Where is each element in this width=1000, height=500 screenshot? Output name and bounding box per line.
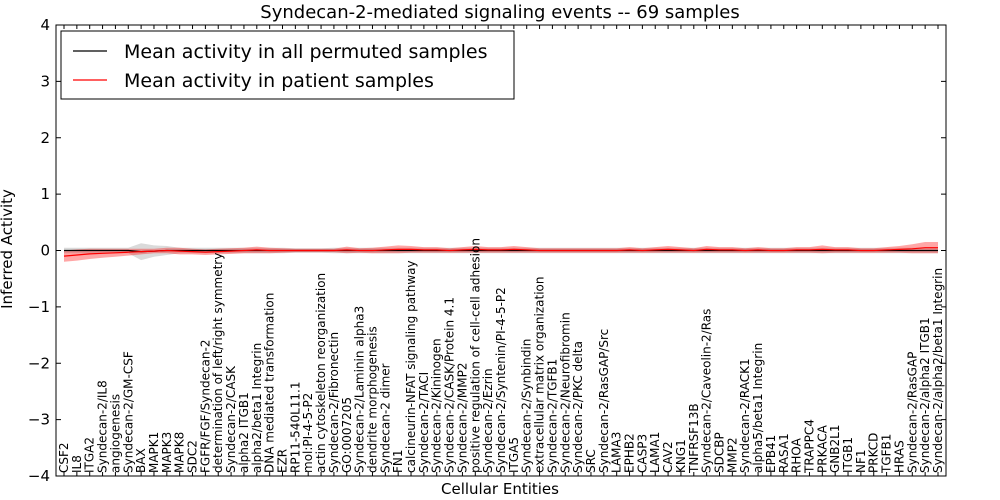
y-tick-label: −3 <box>28 411 50 429</box>
legend-box <box>60 30 515 100</box>
x-tick-label: RHOA <box>790 437 804 473</box>
x-tick-label: Syndecan-2/RACK1 <box>738 358 752 473</box>
x-tick-label: Syndecan-2/GM-CSF <box>121 351 135 473</box>
y-tick-label: −1 <box>28 298 50 316</box>
plot-frame <box>55 24 947 477</box>
series-band-1 <box>64 242 938 262</box>
x-tick-label: FN1 <box>391 449 405 473</box>
y-tick-label: 1 <box>40 185 50 203</box>
y-axis-label: Inferred Activity <box>0 189 16 309</box>
x-axis-ticks: CSF2IL8ITGA2Syndecan-2/IL8angiogenesisSy… <box>57 25 945 476</box>
x-tick-label: Syndecan-2 dimer <box>378 363 392 473</box>
series-lines <box>63 247 938 257</box>
x-tick-label: MMP2 <box>725 437 739 473</box>
x-tick-label: LAMA1 <box>648 432 662 473</box>
y-tick-label: 4 <box>40 16 50 34</box>
y-tick-label: −2 <box>28 354 50 372</box>
legend: Mean activity in all permuted samplesMea… <box>60 30 515 100</box>
x-tick-label: Syndecan-2/TACI <box>417 372 431 473</box>
x-tick-label: Syndecan-2/IL8 <box>96 380 110 473</box>
legend-label: Mean activity in patient samples <box>124 70 434 92</box>
x-tick-label: HRAS <box>892 440 906 473</box>
x-tick-label: IL8 <box>70 455 84 473</box>
x-tick-label: PRKACA <box>815 424 829 473</box>
y-axis-ticks: −4 −3 −2 −1 0 1 2 3 4 <box>28 16 946 485</box>
confidence-bands <box>64 242 938 262</box>
x-tick-label: alpha5/beta1 Integrin <box>751 343 765 473</box>
x-tick-label: CSF2 <box>57 442 71 473</box>
x-tick-label: EZR <box>276 449 290 473</box>
x-tick-label: Syndecan-2/alpha2/beta1 Integrin <box>931 268 945 473</box>
x-tick-label: Syndecan-2/Neurofibromin <box>558 312 572 473</box>
x-tick-label: Syndecan-2/Synbindin <box>520 339 534 473</box>
x-tick-label: CAV2 <box>661 441 675 473</box>
x-tick-label: dendrite morphogenesis <box>366 326 380 473</box>
x-tick-label: RP11-540L11.1 <box>288 382 302 473</box>
x-tick-label: actin cytoskeleton reorganization <box>314 273 328 473</box>
x-tick-label: alpha2 ITGB1 <box>237 392 251 473</box>
x-tick-label: BAX <box>134 448 148 473</box>
x-tick-label: Syndecan-2/CASK <box>224 365 238 473</box>
x-tick-label: Syndecan-2/Kininogen <box>430 338 444 473</box>
y-tick-label: 3 <box>40 72 50 90</box>
x-tick-label: MAPK1 <box>147 432 161 473</box>
x-tick-label: GO:0007205 <box>340 397 354 473</box>
y-tick-label: 2 <box>40 129 50 147</box>
x-tick-label: SDC2 <box>186 440 200 473</box>
x-tick-label: PRKCD <box>867 433 881 473</box>
x-tick-label: KNG1 <box>674 439 688 473</box>
x-tick-label: extracellular matrix organization <box>533 277 547 474</box>
series-line-1 <box>63 247 938 257</box>
x-tick-label: TNFRSF13B <box>687 403 701 474</box>
x-tick-label: Syndecan-2/Ezrin <box>481 368 495 473</box>
x-tick-label: EPB41 <box>764 435 778 473</box>
x-tick-label: DNA mediated transformation <box>263 293 277 473</box>
chart-title: Syndecan-2-mediated signaling events -- … <box>260 2 739 23</box>
x-tick-label: CASP3 <box>635 434 649 473</box>
x-tick-label: Syndecan-2/RasGAP/Src <box>597 329 611 473</box>
legend-label: Mean activity in all permuted samples <box>124 41 487 63</box>
x-tick-label: positive regulation of cell-cell adhesio… <box>468 238 482 473</box>
x-tick-label: alpha2/beta1 Integrin <box>250 343 264 473</box>
x-tick-label: FGFR/FGF/Syndecan-2 <box>198 340 212 473</box>
x-tick-label: ITGB1 <box>841 437 855 473</box>
x-tick-label: Syndecan-2/MMP2 <box>455 363 469 473</box>
x-tick-label: SDCBP <box>713 432 727 473</box>
x-tick-label: Syndecan-2/CASK/Protein 4.1 <box>443 297 457 473</box>
x-tick-label: EPHB2 <box>623 433 637 473</box>
x-tick-label: Syndecan-2/TGFB1 <box>545 359 559 473</box>
x-tick-label: mol:PI-4-5-P2 <box>301 393 315 473</box>
x-tick-label: ITGA2 <box>83 437 97 473</box>
y-tick-label: −4 <box>28 467 50 485</box>
x-tick-label: Syndecan-2/Syntenin/PI-4-5-P2 <box>494 287 508 473</box>
series-band-0 <box>64 243 938 261</box>
x-tick-label: GNB2L1 <box>828 425 842 473</box>
x-tick-label: calcineurin-NFAT signaling pathway <box>404 260 418 473</box>
x-tick-label: Syndecan-2/alpha2 ITGB1 <box>918 317 932 473</box>
x-tick-label: MAPK3 <box>160 432 174 473</box>
y-tick-label: 0 <box>40 242 50 260</box>
x-tick-label: Syndecan-2/Fibronectin <box>327 332 341 473</box>
x-tick-label: angiogenesis <box>108 394 122 473</box>
x-tick-label: TGFB1 <box>880 434 894 474</box>
x-tick-label: RASA1 <box>777 433 791 473</box>
x-tick-label: Syndecan-2/Laminin alpha3 <box>353 306 367 473</box>
x-tick-label: Syndecan-2/Caveolin-2/Ras <box>700 309 714 473</box>
x-tick-label: MAPK8 <box>173 432 187 473</box>
x-tick-label: TRAPPC4 <box>803 419 817 474</box>
x-axis-label: Cellular Entities <box>441 480 559 498</box>
x-tick-label: ITGA5 <box>507 437 521 473</box>
x-tick-label: Syndecan-2/RasGAP <box>905 352 919 473</box>
x-tick-label: determination of left/right symmetry <box>211 253 225 473</box>
x-tick-label: NF1 <box>854 449 868 473</box>
x-tick-label: LAMA3 <box>610 432 624 473</box>
x-tick-label: SRC <box>584 449 598 473</box>
x-tick-label: Syndecan-2/PKC delta <box>571 341 585 473</box>
